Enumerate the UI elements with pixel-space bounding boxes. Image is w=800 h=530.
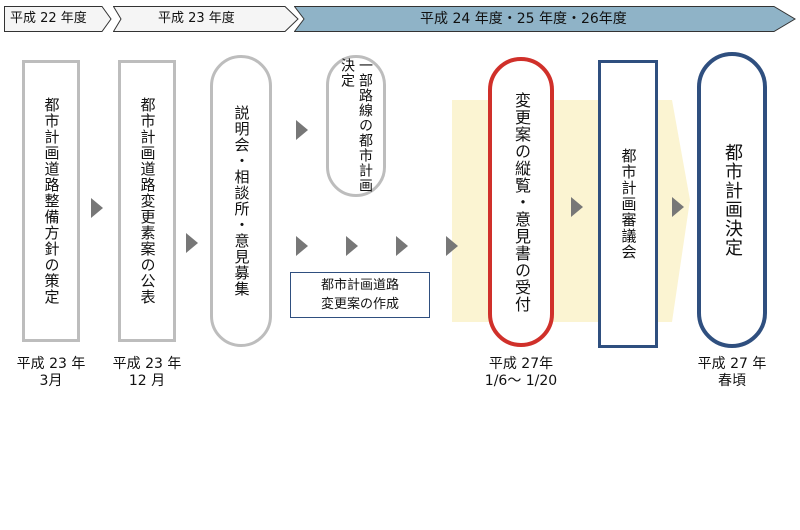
step-planning-council: 都市計画審議会 (598, 60, 658, 348)
step-final-decision: 都市計画決定 (697, 52, 767, 348)
date-step1-month: 3月 (39, 373, 63, 389)
step-public-inspection-label: 変更案の縦覧・意見書の受付 (512, 91, 531, 313)
step-policy-formulation: 都市計画道路整備方針の策定 (22, 60, 80, 342)
step-briefing-consultation: 説明会・相談所・意見募集 (210, 55, 272, 347)
date-inspection: 平成 27年 1/6～ 1/20 (466, 356, 576, 390)
arrow-right-icon (571, 197, 583, 217)
phase-2011-shape (113, 6, 299, 32)
arrow-right-icon (446, 236, 458, 256)
phase-2012-2014-label: 平成 24 年度・25 年度・26年度 (420, 11, 627, 27)
step-planning-council-label: 都市計画審議会 (619, 148, 638, 260)
date-step2-month: 12 月 (128, 373, 166, 389)
phase-2011: 平成 23 年度 (113, 6, 299, 32)
phase-2012-2014-shape (294, 6, 796, 32)
step-briefing-consultation-label: 説明会・相談所・意見募集 (232, 105, 251, 297)
date-step1-year: 平成 23 年 (16, 356, 86, 372)
arrow-right-icon (296, 236, 308, 256)
phase-2010-label: 平成 22 年度 (10, 11, 87, 26)
date-step1: 平成 23 年 3月 (6, 356, 96, 390)
phase-2010: 平成 22 年度 (4, 6, 112, 32)
date-final-year: 平成 27 年 (697, 356, 767, 372)
date-final-decision: 平成 27 年 春頃 (686, 356, 778, 390)
arrow-right-icon (296, 120, 308, 140)
date-inspection-range: 1/6～ 1/20 (484, 373, 558, 389)
date-step2: 平成 23 年 12 月 (102, 356, 192, 390)
date-final-season: 春頃 (718, 373, 746, 389)
arrow-right-icon (396, 236, 408, 256)
step-partial-route-decision-label: 一部路線の都市計画決定 (339, 58, 373, 193)
phase-2012-2014: 平成 24 年度・25 年度・26年度 (294, 6, 796, 32)
step-final-decision-label: 都市計画決定 (722, 143, 743, 257)
phase-2010-shape (4, 6, 112, 32)
arrow-right-icon (346, 236, 358, 256)
step-partial-route-decision: 一部路線の都市計画決定 (326, 55, 386, 197)
date-step2-year: 平成 23 年 (112, 356, 182, 372)
step-change-plan-creation: 都市計画道路 変更案の作成 (290, 272, 430, 318)
phase-2011-label: 平成 23 年度 (158, 11, 235, 26)
arrow-right-icon (186, 233, 198, 253)
arrow-right-icon (91, 198, 103, 218)
date-inspection-year: 平成 27年 (488, 356, 554, 372)
step-draft-publication-label: 都市計画道路変更素案の公表 (138, 97, 157, 305)
step-policy-formulation-label: 都市計画道路整備方針の策定 (42, 97, 61, 305)
step-draft-publication: 都市計画道路変更素案の公表 (118, 60, 176, 342)
arrow-right-icon (672, 197, 684, 217)
step-change-plan-creation-line2: 変更案の作成 (320, 297, 399, 312)
step-public-inspection: 変更案の縦覧・意見書の受付 (488, 57, 554, 347)
step-change-plan-creation-line1: 都市計画道路 (320, 278, 399, 293)
